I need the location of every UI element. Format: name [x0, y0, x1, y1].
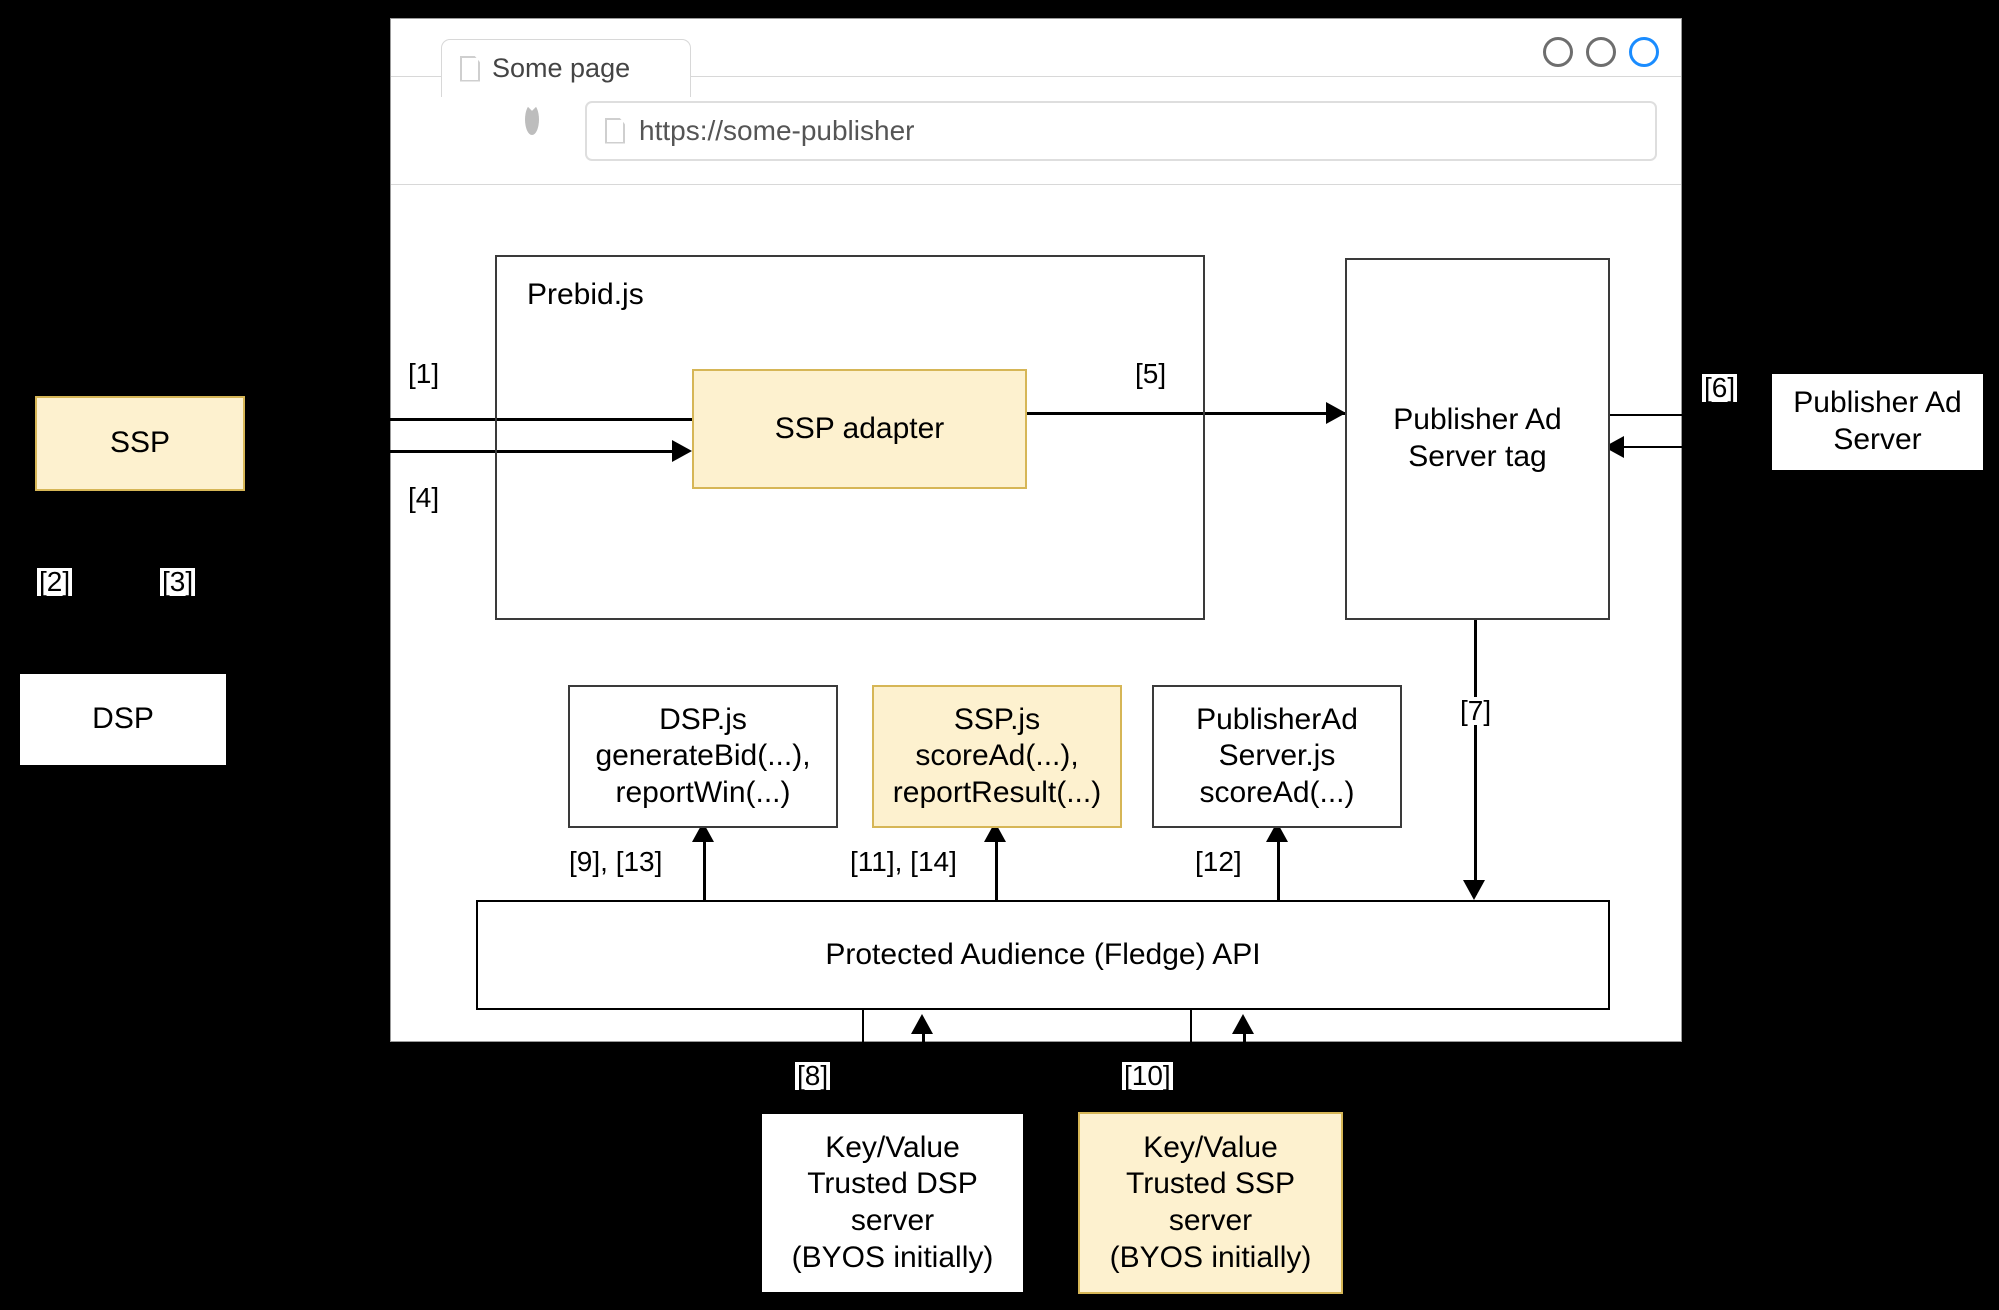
- node-fledge-api[interactable]: Protected Audience (Fledge) API: [476, 900, 1610, 1010]
- step-label-1: [1]: [406, 358, 442, 389]
- connector-5-line: [1026, 412, 1346, 415]
- connector-8-up-arrowhead: [911, 1014, 933, 1034]
- connector-7-arrowhead: [1463, 880, 1485, 900]
- node-publisher-ad-server-tag[interactable]: Publisher Ad Server tag: [1345, 258, 1610, 620]
- address-bar[interactable]: https://some-publisher: [585, 100, 1657, 161]
- node-kv-ssp-server[interactable]: Key/Value Trusted SSP server (BYOS initi…: [1078, 1112, 1343, 1294]
- node-ssp-adapter[interactable]: SSP adapter: [692, 369, 1027, 489]
- node-kv-dsp-server[interactable]: Key/Value Trusted DSP server (BYOS initi…: [760, 1112, 1025, 1294]
- reload-icon: [525, 103, 539, 135]
- node-publisher-ad-server-js[interactable]: PublisherAd Server.js scoreAd(...): [1152, 685, 1402, 828]
- node-ssp[interactable]: SSP: [35, 396, 245, 491]
- step-label-6: [6]: [1702, 372, 1738, 403]
- node-kv-ssp-server-line2: Trusted SSP: [1126, 1167, 1295, 1201]
- connector-6-out-line: [1610, 414, 1770, 416]
- node-kv-ssp-server-line4: (BYOS initially): [1109, 1240, 1312, 1274]
- node-publisher-ad-server-js-line3: scoreAd(...): [1199, 775, 1355, 809]
- node-kv-dsp-server-line1: Key/Value: [825, 1130, 960, 1164]
- node-ssp-js[interactable]: SSP.js scoreAd(...), reportResult(...): [872, 685, 1122, 828]
- node-kv-dsp-server-line4: (BYOS initially): [791, 1240, 994, 1274]
- close-circle-icon[interactable]: [1629, 37, 1659, 67]
- connector-1-line: [390, 418, 693, 421]
- window-controls: [1543, 37, 1659, 67]
- connector-8-up-line: [922, 1028, 925, 1118]
- connector-11-14-line: [995, 828, 998, 900]
- node-kv-dsp-server-line3: server: [850, 1204, 935, 1237]
- browser-tab[interactable]: Some page: [441, 39, 691, 97]
- connector-7-line: [1474, 620, 1477, 895]
- node-prebid-container: [495, 255, 1205, 620]
- connector-4-line: [390, 450, 672, 453]
- step-label-9-13: [9], [13]: [567, 846, 665, 877]
- node-dsp-js-line3: reportWin(...): [615, 775, 791, 809]
- connector-10-down-line: [1190, 1008, 1192, 1118]
- connector-4-arrowhead: [672, 440, 692, 462]
- connector-10-up-arrowhead: [1232, 1014, 1254, 1034]
- node-dsp[interactable]: DSP: [18, 672, 228, 767]
- browser-tabstrip: Some page: [391, 19, 1681, 97]
- connector-8-down-line: [862, 1008, 864, 1118]
- node-publisher-ad-server-tag-line2: Server tag: [1408, 440, 1547, 473]
- connector-12-line: [1277, 828, 1280, 900]
- connector-6-right-stub: [1768, 414, 1770, 446]
- reload-button[interactable]: [525, 103, 565, 151]
- node-publisher-ad-server-js-line2: Server.js: [1218, 739, 1336, 773]
- step-label-7: [7]: [1458, 695, 1494, 726]
- node-publisher-ad-server-line2: Server: [1833, 423, 1922, 456]
- site-document-icon: [605, 118, 625, 144]
- node-kv-ssp-server-line3: server: [1168, 1204, 1253, 1237]
- step-label-5: [5]: [1133, 358, 1169, 389]
- node-kv-dsp-server-line2: Trusted DSP: [807, 1167, 978, 1201]
- node-prebid-label: Prebid.js: [527, 278, 644, 311]
- node-ssp-js-line3: reportResult(...): [892, 775, 1102, 809]
- connector-9-13-line: [703, 828, 706, 900]
- node-dsp-label: DSP: [92, 702, 154, 736]
- step-label-11-14: [11], [14]: [848, 846, 959, 877]
- node-ssp-label: SSP: [109, 426, 171, 460]
- node-kv-ssp-server-line1: Key/Value: [1143, 1130, 1278, 1164]
- node-publisher-ad-server-js-line1: PublisherAd: [1196, 702, 1358, 736]
- browser-tab-title: Some page: [492, 53, 631, 83]
- step-label-2: [2]: [37, 566, 73, 597]
- node-ssp-adapter-label: SSP adapter: [774, 411, 945, 445]
- step-label-3: [3]: [160, 566, 196, 597]
- minimize-circle-icon[interactable]: [1543, 37, 1573, 67]
- node-ssp-js-line1: SSP.js: [953, 702, 1041, 736]
- node-publisher-ad-server[interactable]: Publisher Ad Server: [1770, 372, 1985, 472]
- connector-6-in-line: [1624, 446, 1770, 448]
- step-label-4: [4]: [406, 482, 442, 513]
- node-publisher-ad-server-tag-line1: Publisher Ad: [1393, 403, 1562, 437]
- browser-toolbar: https://some-publisher: [391, 77, 1681, 185]
- step-label-8: [8]: [795, 1060, 831, 1091]
- node-fledge-api-label: Protected Audience (Fledge) API: [825, 937, 1261, 971]
- back-button[interactable]: [409, 111, 449, 151]
- node-dsp-js-line2: generateBid(...),: [595, 739, 811, 773]
- connector-5-arrowhead: [1326, 402, 1346, 424]
- step-label-10: [10]: [1122, 1060, 1173, 1091]
- step-label-12: [12]: [1193, 846, 1244, 877]
- maximize-circle-icon[interactable]: [1586, 37, 1616, 67]
- forward-button[interactable]: [467, 111, 507, 151]
- address-bar-url: https://some-publisher: [639, 114, 915, 146]
- node-dsp-js-line1: DSP.js: [659, 702, 747, 736]
- node-publisher-ad-server-line1: Publisher Ad: [1793, 386, 1962, 420]
- connector-10-up-line: [1243, 1028, 1246, 1118]
- node-dsp-js[interactable]: DSP.js generateBid(...), reportWin(...): [568, 685, 838, 828]
- node-ssp-js-line2: scoreAd(...),: [915, 739, 1079, 773]
